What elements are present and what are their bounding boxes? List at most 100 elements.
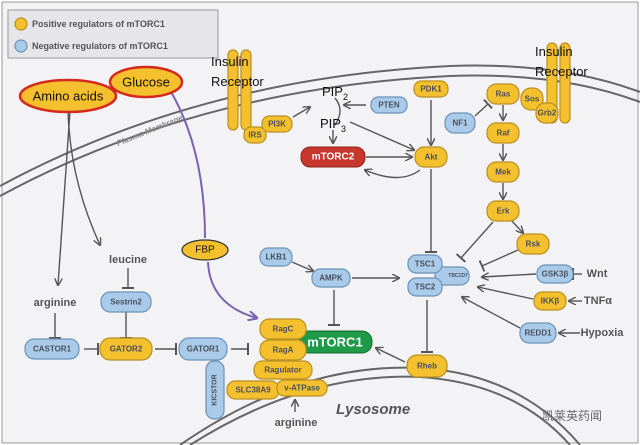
kicstor-node: KICSTOR — [205, 360, 225, 420]
sos-shape — [520, 87, 544, 111]
rheb-shape — [406, 354, 448, 378]
mek-node: Mek — [486, 161, 520, 183]
ragulator-shape — [253, 360, 313, 380]
sestrin2-label: Sestrin2 — [110, 298, 142, 307]
rsk-label: Rsk — [526, 240, 541, 249]
akt-label: Akt — [425, 153, 438, 162]
tsc1-label: TSC1 — [415, 260, 436, 269]
raf-node: Raf — [486, 122, 520, 144]
nf1-node: NF1 — [444, 112, 476, 134]
sos-label: Sos — [525, 95, 540, 104]
insulin-receptor-right: Insulin Receptor — [535, 42, 588, 124]
tbc1d7-label: TBC1D7 — [448, 273, 468, 279]
gator1-label: GATOR1 — [187, 345, 220, 354]
rsk-shape — [516, 233, 550, 255]
legend-positive: Positive regulators of mTORC1 — [32, 19, 165, 29]
mtorc1-label: mTORC1 — [307, 335, 362, 350]
ampk-label: AMPK — [319, 274, 343, 283]
erk-label: Erk — [497, 207, 510, 216]
ragc-shape — [259, 318, 307, 340]
ikkb-node: IKKβ — [533, 291, 567, 311]
ras-node: Ras — [486, 83, 520, 105]
grb2-node: Grb2 — [535, 102, 559, 124]
redd1-node: REDD1 — [519, 322, 557, 344]
vatpase-node: v-ATPase — [276, 379, 328, 397]
ragc-label: RagC — [273, 325, 294, 334]
pdk1-node: PDK1 — [413, 80, 449, 98]
ras-shape — [486, 83, 520, 105]
redd1-shape — [519, 322, 557, 344]
castor1-shape — [24, 338, 80, 360]
slc38a9-label: SLC38A9 — [235, 386, 271, 395]
pi3k-label: PI3K — [268, 120, 286, 129]
insulin-receptor-left: Insulin Receptor — [211, 49, 264, 131]
leucine-label: leucine — [109, 254, 147, 266]
insulin-receptor-left-line1: Insulin — [211, 54, 249, 69]
rheb-label: Rheb — [417, 362, 437, 371]
tsc2-label: TSC2 — [415, 283, 436, 292]
gsk3b-shape — [536, 264, 574, 284]
raga-node: RagA — [259, 339, 307, 361]
kicstor-label: KICSTOR — [212, 374, 219, 405]
tsc1-shape — [407, 254, 443, 274]
akt-shape — [414, 146, 448, 168]
fbp-label: FBP — [195, 245, 215, 256]
grb2-label: Grb2 — [538, 109, 557, 118]
nf1-shape — [444, 112, 476, 134]
legend-negative: Negative regulators of mTORC1 — [32, 41, 168, 51]
ragulator-node: Ragulator — [253, 360, 313, 380]
irs-node: IRS — [243, 126, 267, 144]
pten-label: PTEN — [378, 101, 400, 110]
ampk-node: AMPK — [311, 268, 351, 288]
glucose-label: Glucose — [122, 75, 170, 90]
raga-shape — [259, 339, 307, 361]
pi3k-shape — [261, 115, 293, 133]
gator2-node: GATOR2 — [99, 337, 153, 361]
raga-label: RagA — [273, 346, 294, 355]
tsc2-node: TSC2 — [407, 277, 443, 297]
mek-shape — [486, 161, 520, 183]
lysosome-label: Lysosome — [336, 401, 410, 418]
insulin-receptor-left-line2: Receptor — [211, 74, 264, 89]
mtorc2-label: mTORC2 — [312, 152, 355, 163]
gator2-shape — [99, 337, 153, 361]
erk-shape — [486, 200, 520, 222]
mtorc2-node: mTORC2 — [300, 146, 366, 168]
legend: Positive regulators of mTORC1 Negative r… — [7, 9, 219, 59]
ikkb-shape — [533, 291, 567, 311]
slc38a9-node: SLC38A9 — [226, 380, 280, 400]
ampk-shape — [311, 268, 351, 288]
ragulator-label: Ragulator — [264, 366, 301, 375]
ras-label: Ras — [496, 90, 511, 99]
raf-label: Raf — [497, 129, 510, 138]
irs-shape — [243, 126, 267, 144]
grb2-shape — [535, 102, 559, 124]
redd1-label: REDD1 — [524, 329, 552, 338]
positive-legend-swatch — [14, 17, 28, 31]
castor1-node: CASTOR1 — [24, 338, 80, 360]
irs-label: IRS — [248, 131, 262, 140]
sestrin2-node: Sestrin2 — [100, 291, 152, 313]
tbc1d7-node: TBC1D7 — [434, 266, 470, 286]
gator1-node: GATOR1 — [178, 337, 228, 361]
wnt-label: Wnt — [587, 268, 608, 280]
ikkb-label: IKKβ — [541, 297, 560, 306]
watermark: 凯莱英药闻 — [542, 409, 602, 423]
glucose-node: Glucose — [108, 65, 184, 99]
amino-acids-node: Amino acids — [18, 78, 118, 114]
tsc2-shape — [407, 277, 443, 297]
pten-node: PTEN — [370, 96, 408, 114]
rsk-node: Rsk — [516, 233, 550, 255]
ragc-node: RagC — [259, 318, 307, 340]
raf-shape — [486, 122, 520, 144]
lkb1-node: LKB1 — [259, 247, 293, 267]
fbp-node: FBP — [181, 239, 229, 261]
amino-acids-label: Amino acids — [33, 89, 104, 104]
akt-node: Akt — [414, 146, 448, 168]
gsk3b-node: GSK3β — [536, 264, 574, 284]
mtorc1-node: mTORC1 — [297, 330, 373, 354]
mek-label: Mek — [495, 168, 511, 177]
insulin-receptor-right-line1: Insulin — [535, 44, 573, 59]
